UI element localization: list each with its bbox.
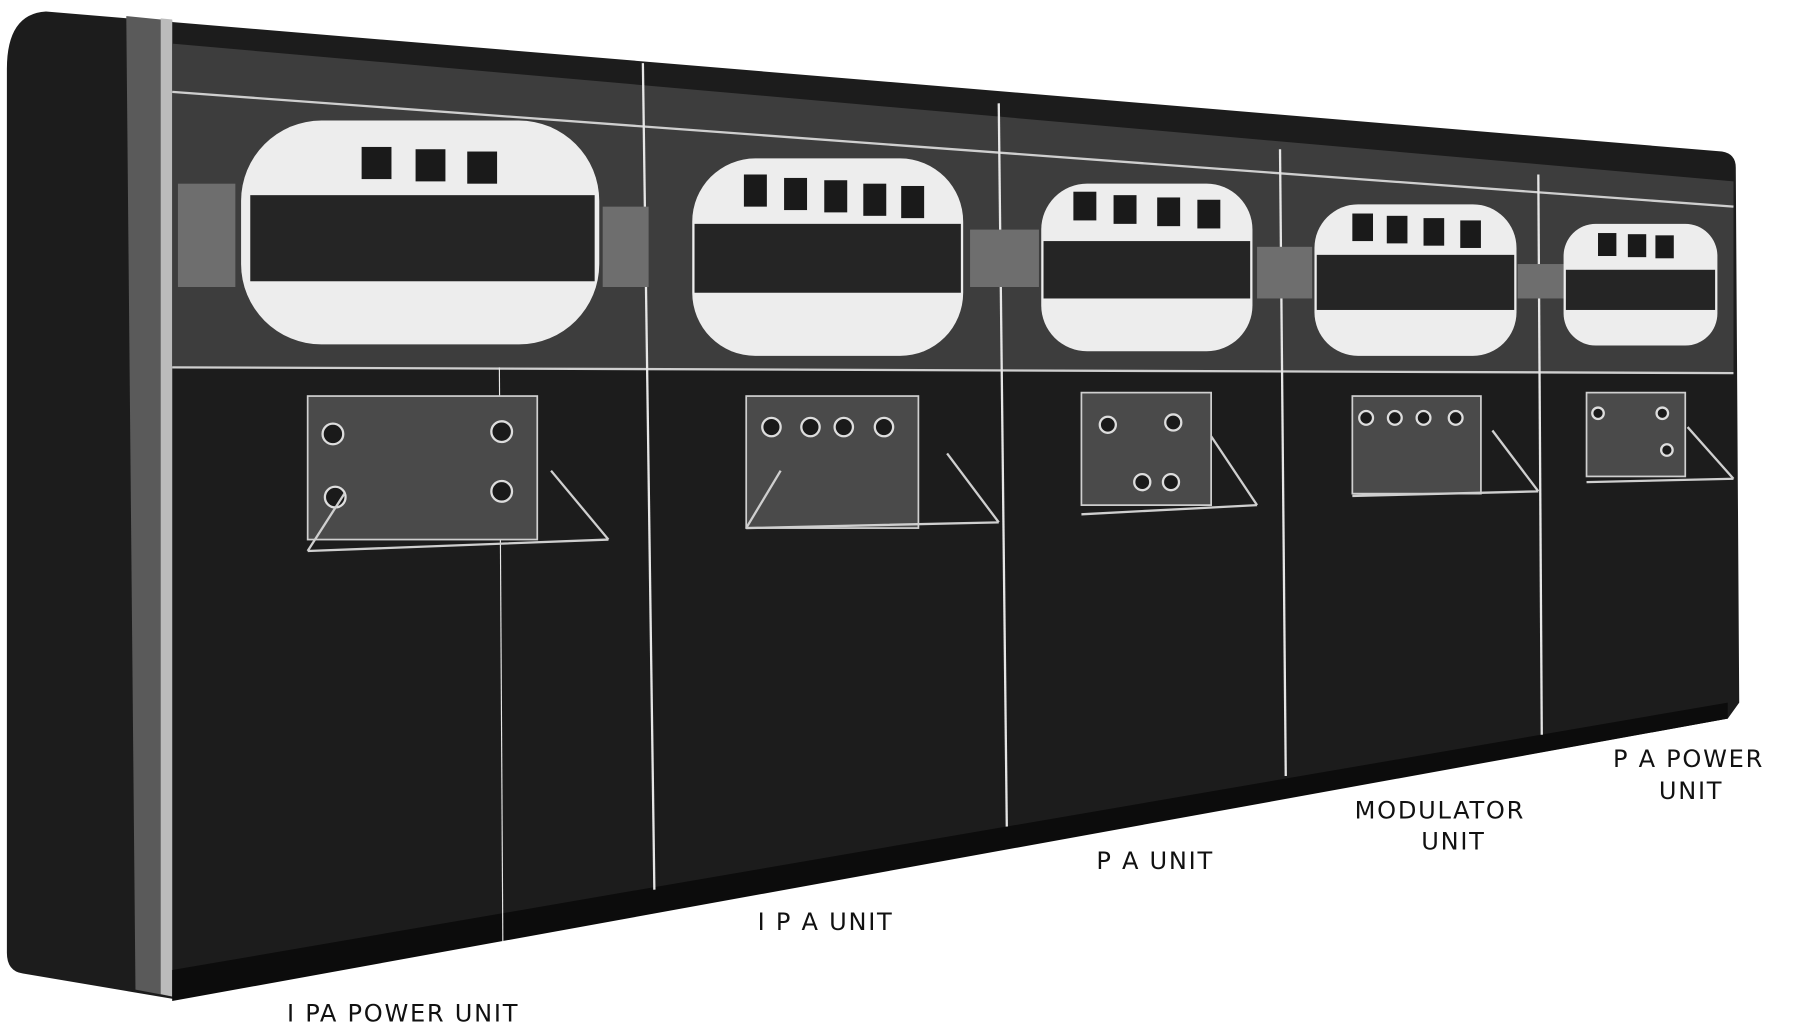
control-knobs bbox=[321, 406, 1674, 509]
label-modulator-unit-line1: MODULATOR bbox=[1355, 797, 1525, 825]
label-pa-unit: P A UNIT bbox=[1096, 847, 1214, 875]
meters bbox=[361, 146, 1674, 259]
control-panels bbox=[306, 391, 1687, 541]
panel-shelves bbox=[306, 426, 1735, 553]
label-ipa-power-unit: I PA POWER UNIT bbox=[287, 1000, 519, 1026]
cabinet-base bbox=[172, 702, 1728, 1002]
label-modulator-unit-line2: UNIT bbox=[1421, 828, 1485, 856]
label-pa-power-unit-line1: P A POWER bbox=[1613, 745, 1764, 773]
vent-grilles bbox=[177, 183, 1564, 299]
label-pa-power-unit-line2: UNIT bbox=[1659, 777, 1723, 805]
label-ipa-unit: I P A UNIT bbox=[758, 908, 894, 936]
